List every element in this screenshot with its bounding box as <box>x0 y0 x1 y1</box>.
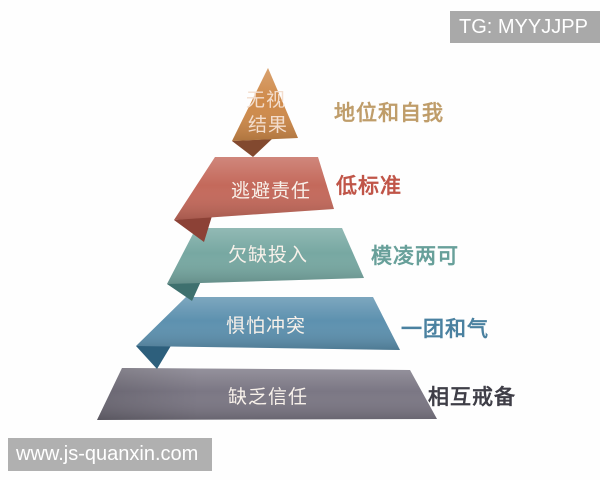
pyramid-level-2: 逃避责任 低标准 <box>174 157 402 242</box>
telegram-badge-label: TG: MYYJJPP <box>459 15 588 38</box>
pyramid-level-5-shading-left <box>97 368 437 420</box>
pyramid-level-5-label: 缺乏信任 <box>228 386 308 408</box>
pyramid-level-2-side-label: 低标准 <box>335 174 402 198</box>
pyramid-level-1-shading <box>232 68 298 141</box>
pyramid-level-3: 欠缺投入 模凌两可 <box>167 228 459 301</box>
pyramid-level-1-side-label: 地位和自我 <box>334 101 444 125</box>
pyramid-level-2-fold <box>174 216 212 242</box>
pyramid-level-1: 无视 结果 地位和自我 <box>232 68 444 157</box>
pyramid-level-5: 缺乏信任 相互戒备 <box>97 368 516 420</box>
website-watermark-label: www.js-quanxin.com <box>16 443 199 465</box>
pyramid-level-2-label: 逃避责任 <box>231 180 311 202</box>
website-watermark: www.js-quanxin.com <box>8 438 212 471</box>
pyramid-level-3-shading <box>167 228 364 284</box>
pyramid-level-4-shading <box>136 297 400 350</box>
pyramid-level-3-fold <box>167 279 202 301</box>
pyramid-level-1-label-line2: 结果 <box>248 114 288 136</box>
pyramid-level-4-side-label: 一团和气 <box>401 317 489 341</box>
pyramid-level-3-label: 欠缺投入 <box>228 244 308 266</box>
pyramid-level-4-fold <box>136 344 172 369</box>
pyramid-level-2-shading <box>174 157 334 220</box>
pyramid-level-1-fold <box>232 139 272 157</box>
pyramid-level-3-side-label: 模凌两可 <box>371 244 459 268</box>
pyramid-level-5-side-label: 相互戒备 <box>428 385 516 409</box>
pyramid-level-4-label: 惧怕冲突 <box>226 315 306 337</box>
pyramid-level-1-label-line1: 无视 <box>246 89 286 111</box>
telegram-badge: TG: MYYJJPP <box>450 11 600 43</box>
pyramid-level-4: 惧怕冲突 一团和气 <box>136 297 489 369</box>
